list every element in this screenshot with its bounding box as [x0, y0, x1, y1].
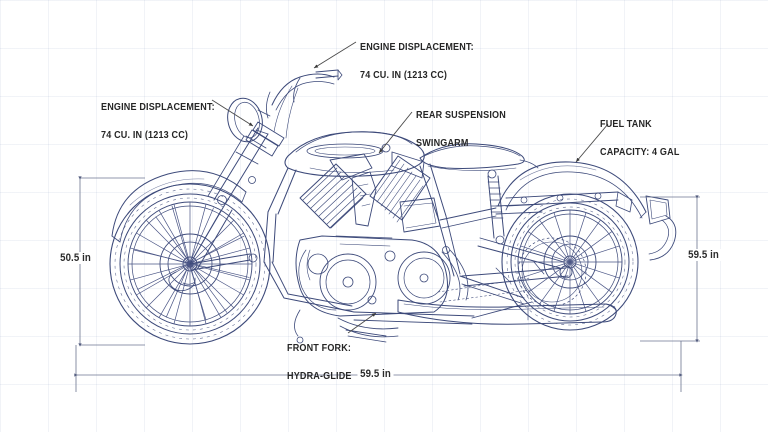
callout-fuel-tank-capacity: FUEL TANK CAPACITY: 4 GAL — [600, 104, 680, 173]
callout-line-2: 74 cu. in (1213 cc) — [101, 128, 189, 141]
exhaust-pipe — [337, 249, 617, 338]
front-fork — [189, 121, 285, 271]
dimension-label-height-left: 50.5 in — [57, 252, 94, 264]
seat — [419, 143, 539, 171]
callout-line-2: HYDRA-GLIDE — [287, 369, 352, 382]
dimension-label-length-bottom: 59.5 in — [357, 368, 394, 380]
callout-rear-suspension-swingarm: REAR SUSPENSION SWINGARM — [416, 95, 506, 164]
frame — [263, 163, 545, 325]
leader-engine-displacement-left — [211, 99, 254, 127]
leader-front-fork — [347, 312, 377, 334]
front-fender — [111, 170, 247, 243]
swingarm — [461, 237, 573, 287]
callout-line-2: SWINGARM — [416, 136, 469, 149]
callout-engine-displacement-top: ENGINE DISPLACEMENT: 74 cu. in (1213 cc) — [360, 27, 474, 96]
handlebars — [266, 69, 343, 139]
callout-front-fork-hydra-glide: FRONT FORK: HYDRA-GLIDE — [287, 328, 352, 397]
callout-line-1: ENGINE DISPLACEMENT: — [360, 40, 474, 53]
callout-line-1: ENGINE DISPLACEMENT: — [101, 100, 215, 113]
callout-line-1: FUEL TANK — [600, 117, 652, 130]
callout-line-2: 74 cu. in (1213 cc) — [360, 68, 448, 81]
leader-rear-suspension — [378, 111, 413, 154]
dimension-height-right — [640, 195, 700, 343]
leader-engine-displacement-top — [313, 41, 357, 69]
rear-struts — [505, 191, 633, 213]
drive-chain — [437, 277, 531, 303]
callout-line-2: CAPACITY: 4 GAL — [600, 145, 680, 158]
callout-line-1: FRONT FORK: — [287, 341, 352, 354]
leader-fuel-tank — [575, 123, 609, 163]
rear-shock — [487, 169, 505, 245]
rear-fender — [497, 161, 677, 261]
headlight — [227, 97, 271, 143]
dimension-label-height-right: 59.5 in — [685, 249, 722, 261]
footboard — [294, 309, 387, 344]
callout-line-1: REAR SUSPENSION — [416, 108, 506, 121]
callout-engine-displacement-left: ENGINE DISPLACEMENT: 74 cu. in (1213 cc) — [101, 87, 215, 156]
rear-wheel — [501, 193, 639, 331]
dimension-length-bottom — [74, 341, 683, 392]
